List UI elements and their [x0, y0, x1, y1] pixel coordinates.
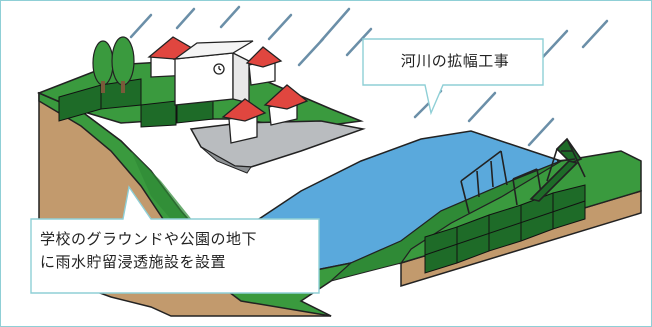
storage-facility-callout	[30, 185, 320, 294]
river-widening-label: 河川の拡幅工事	[380, 50, 530, 73]
trees	[92, 36, 135, 93]
houses	[147, 36, 309, 144]
river-far-bank	[330, 160, 562, 282]
plateau-block-walls	[58, 78, 214, 128]
storage-facility-label: 学校のグラウンドや公園の地下 に雨水貯留浸透施設を設置	[40, 228, 310, 275]
rainwater-storage-blocks	[424, 184, 586, 274]
river-widening-callout	[362, 38, 544, 116]
storage-facility-line2: に雨水貯留浸透施設を設置	[40, 253, 227, 272]
river-widening-text: 河川の拡幅工事	[400, 52, 510, 70]
concrete-embankment-face	[200, 146, 252, 174]
storage-facility-line1: 学校のグラウンドや公園の地下	[40, 230, 258, 248]
playground-equipment	[460, 137, 586, 214]
